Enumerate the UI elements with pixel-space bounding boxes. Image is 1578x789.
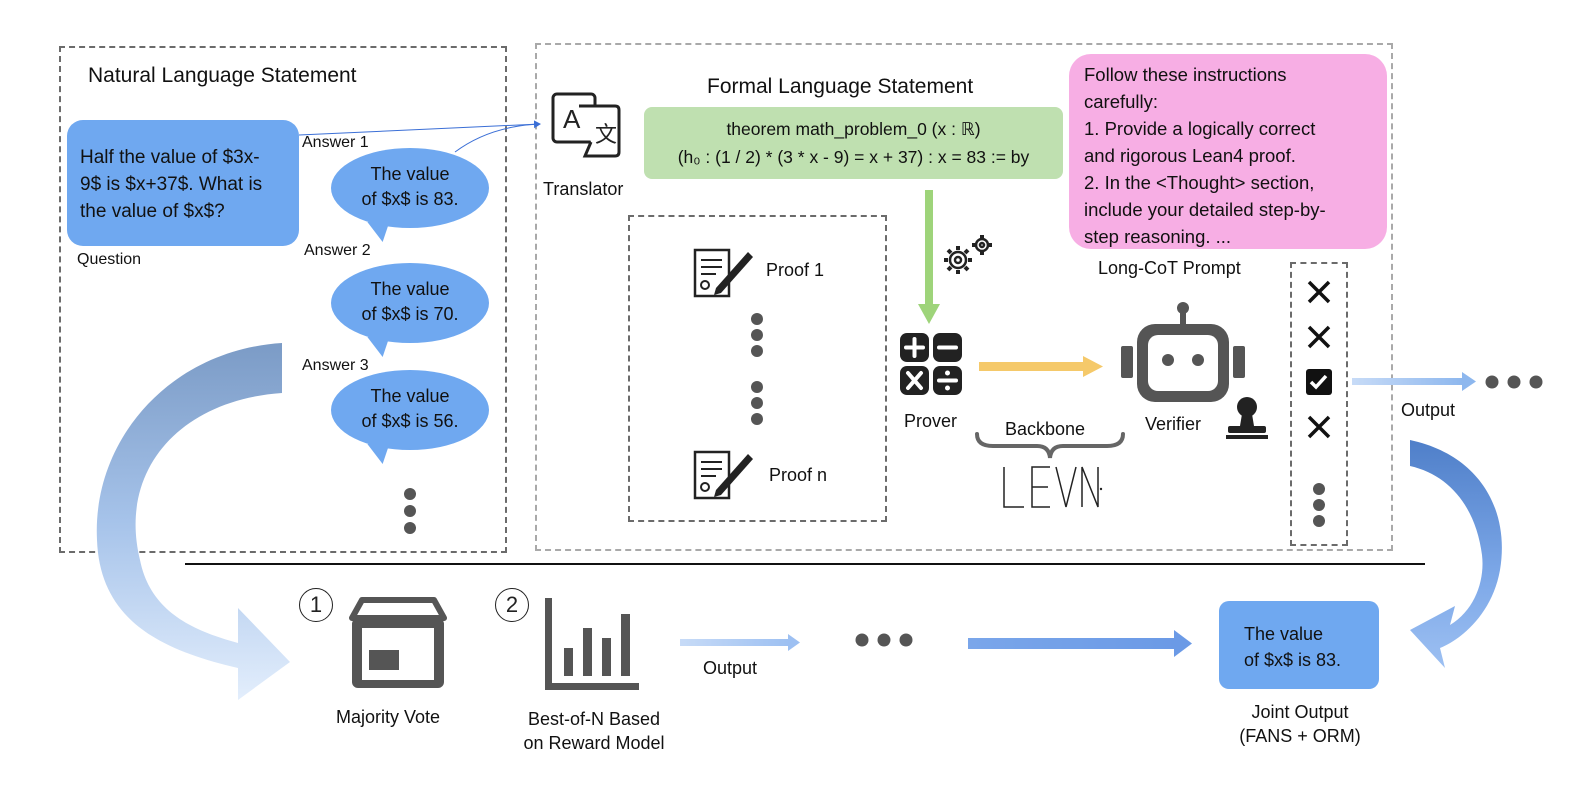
proof-document-icon <box>693 450 753 500</box>
answer-2-bubble: The value of $x$ is 70. <box>331 263 489 343</box>
question-line: 9$ is $x+37$. What is <box>80 174 263 195</box>
theorem-line-1: theorem math_problem_0 (x : ℝ) <box>726 119 981 139</box>
proofs-ellipsis-icon <box>751 313 763 425</box>
calculator-icon <box>900 333 962 395</box>
prompt-line: carefully: <box>1084 91 1159 112</box>
translate-icon: A 文 <box>551 92 621 158</box>
verification-results-panel <box>1290 262 1348 546</box>
answer-3-line2: of $x$ is 56. <box>361 411 459 431</box>
verification-results-list <box>1290 262 1348 546</box>
backbone-label: Backbone <box>1005 419 1086 439</box>
answer-2-label: Answer 2 <box>304 242 371 259</box>
gears-icon <box>944 235 992 274</box>
verifier-label: Verifier <box>1145 414 1202 434</box>
joint-answer-line1: The value <box>1244 624 1324 644</box>
proof-list-panel <box>628 215 887 522</box>
joint-label-line1: Joint Output <box>1251 702 1349 722</box>
prompt-line: 1. Provide a logically correct <box>1084 118 1316 139</box>
step-1-label: Majority Vote <box>336 707 441 727</box>
question-label: Question <box>77 251 142 268</box>
bottom-ellipsis-icon <box>855 633 913 647</box>
step-2-label-line1: Best-of-N Based <box>527 709 661 729</box>
ballot-box-icon <box>349 597 447 688</box>
proof-first-label: Proof 1 <box>766 260 825 280</box>
joint-output-box: The value of $x$ is 83. <box>1219 601 1379 689</box>
bottom-output-label: Output <box>703 658 758 678</box>
long-cot-prompt-box: Follow these instructions carefully: 1. … <box>1069 54 1387 249</box>
formal-output-arrow <box>1352 372 1476 391</box>
prompt-line: 2. In the <Thought> section, <box>1084 172 1315 193</box>
svg-text:A: A <box>563 104 581 134</box>
svg-text:文: 文 <box>595 122 617 147</box>
formal-to-prover-arrow <box>918 190 940 324</box>
question-line: Half the value of $3x- <box>80 147 260 168</box>
step-2-label-line2: on Reward Model <box>523 733 665 753</box>
joint-label-line2: (FANS + ORM) <box>1239 726 1361 746</box>
formal-language-title: Formal Language Statement <box>707 75 974 98</box>
backbone-brace <box>975 432 1125 459</box>
question-line: the value of $x$? <box>80 201 225 222</box>
lean-logo <box>1003 466 1103 508</box>
answers-ellipsis-icon <box>404 488 416 534</box>
answer-3-label: Answer 3 <box>302 357 369 374</box>
natural-language-panel <box>59 46 507 553</box>
long-cot-prompt-label: Long-CoT Prompt <box>1098 258 1241 278</box>
prover-to-verifier-arrow <box>979 356 1103 377</box>
answer-2-line1: The value <box>370 279 450 299</box>
formal-language-panel <box>535 43 1393 551</box>
cross-icon <box>1307 415 1331 439</box>
answer-1-line2: of $x$ is 83. <box>361 189 459 209</box>
formal-statement-box: theorem math_problem_0 (x : ℝ) (h₀ : (1 … <box>644 107 1063 179</box>
prompt-line: include your detailed step-by- <box>1084 199 1326 220</box>
question-box: Half the value of $3x- 9$ is $x+37$. Wha… <box>67 120 299 246</box>
step-2-number: 2 <box>495 588 529 622</box>
translator-label: Translator <box>543 179 624 199</box>
cross-icon <box>1307 325 1331 349</box>
formal-output-label: Output <box>1401 400 1456 420</box>
proof-last-label: Proof n <box>769 465 828 485</box>
results-ellipsis-icon <box>1313 483 1325 527</box>
answer-2-line2: of $x$ is 70. <box>361 304 459 324</box>
prompt-line: Follow these instructions <box>1084 64 1287 85</box>
joint-output-label: Joint Output (FANS + ORM) <box>1210 700 1390 748</box>
answer-1-label: Answer 1 <box>302 134 369 151</box>
section-divider <box>185 563 1425 565</box>
step-1-number: 1 <box>299 588 333 622</box>
answer-1-line1: The value <box>370 164 450 184</box>
proof-document-icon <box>693 248 753 298</box>
prompt-line: and rigorous Lean4 proof. <box>1084 145 1296 166</box>
answer-3-line1: The value <box>370 386 450 406</box>
theorem-line-2: (h₀ : (1 / 2) * (3 * x - 9) = x + 37) : … <box>677 147 1030 167</box>
cross-icon <box>1307 280 1331 304</box>
natural-language-title: Natural Language Statement <box>88 64 357 87</box>
robot-icon <box>1121 302 1245 402</box>
joint-answer-line2: of $x$ is 83. <box>1244 650 1342 670</box>
continuation-ellipsis-icon <box>1485 375 1543 389</box>
bar-chart-icon <box>545 598 639 690</box>
check-icon <box>1306 369 1332 395</box>
prompt-line: step reasoning. ... <box>1084 226 1232 247</box>
prover-label: Prover <box>904 411 958 431</box>
step-2-label: Best-of-N Based on Reward Model <box>510 707 678 755</box>
answer-3-bubble: The value of $x$ is 56. <box>331 370 489 450</box>
answer-1-bubble: The value of $x$ is 83. <box>331 148 489 228</box>
stamp-icon <box>1226 397 1268 439</box>
